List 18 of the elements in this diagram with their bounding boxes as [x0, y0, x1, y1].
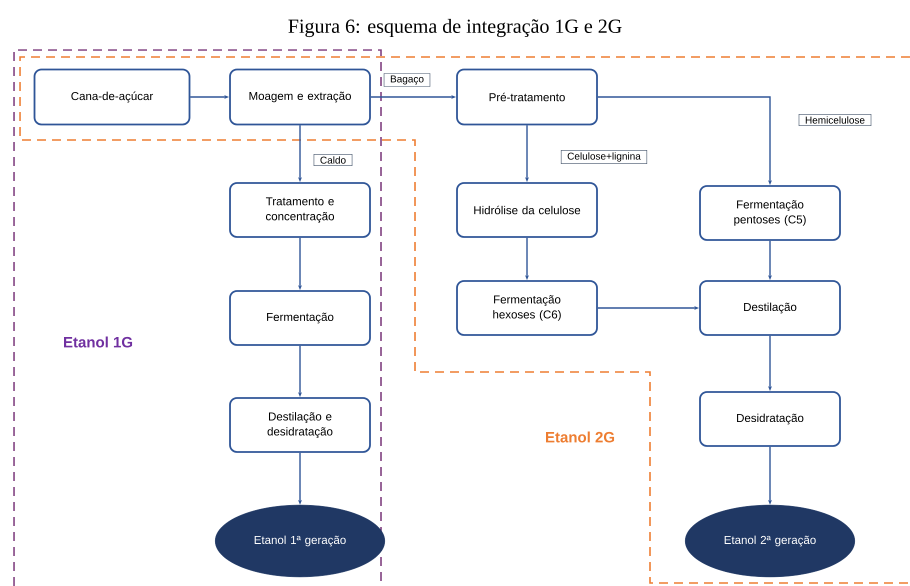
- edge-label: Bagaço: [384, 73, 430, 87]
- edge-label: Hemicelulose: [798, 114, 872, 126]
- region-label: Etanol 2G: [546, 431, 614, 442]
- edge-label: Celulose+lignina: [560, 150, 648, 164]
- title: Figura 6: esquema de integração 1G e 2G: [288, 18, 622, 38]
- process-box: Fermentação: [229, 290, 371, 346]
- process-box: Tratamento e concentração: [229, 182, 371, 238]
- region-label: Etanol 1G: [64, 336, 132, 348]
- process-box: Moagem e extração: [229, 68, 371, 126]
- process-box: Fermentação pentoses (C5): [699, 185, 841, 241]
- process-box: Desidratação: [699, 391, 841, 447]
- process-box: Hidrólise da celulose: [456, 182, 598, 238]
- process-box: Destilação: [699, 280, 841, 336]
- process-box: Cana-de-açúcar: [34, 68, 190, 126]
- process-box: Destilação e desidratação: [229, 397, 371, 453]
- process-box: Pré-tratamento: [456, 68, 598, 126]
- process-box: Fermentação hexoses (C6): [456, 280, 598, 336]
- edge-label: Caldo: [314, 154, 352, 166]
